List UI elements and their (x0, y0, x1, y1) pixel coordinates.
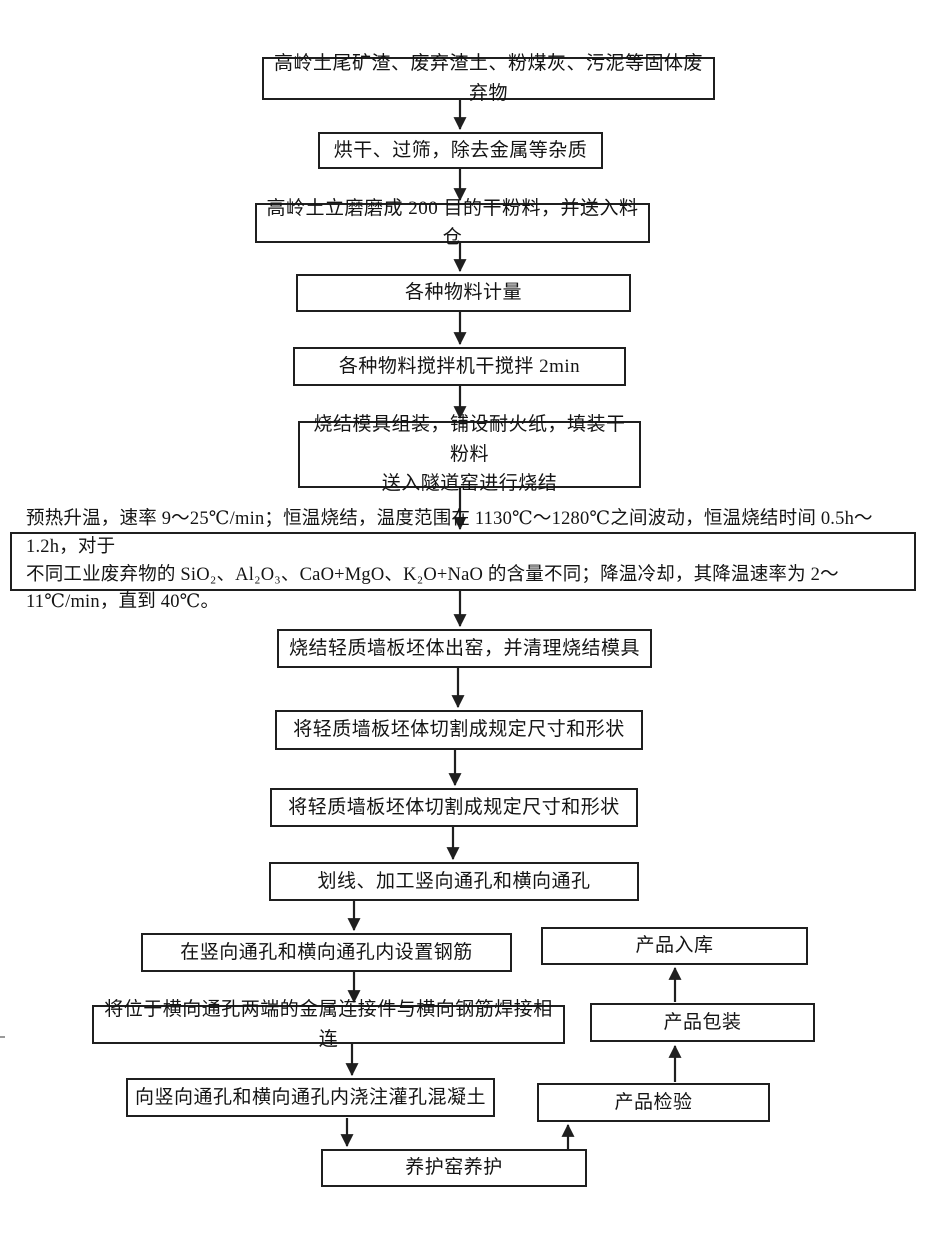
node-warehouse-label: 产品入库 (635, 935, 714, 957)
node-measure-label: 各种物料计量 (404, 282, 522, 304)
node-cure-label: 养护窑养护 (405, 1157, 503, 1179)
node-scribe-drill: 划线、加工竖向通孔和横向通孔 (269, 862, 639, 901)
node-sinter-params: 预热升温，速率 9～25℃/min；恒温烧结，温度范围在 1130℃～1280℃… (10, 509, 916, 612)
node-rebar-label: 在竖向通孔和横向通孔内设置钢筋 (180, 941, 473, 963)
node-measure: 各种物料计量 (296, 274, 631, 312)
node-warehouse: 产品入库 (541, 927, 808, 965)
node-grout: 向竖向通孔和横向通孔内浇注灌孔混凝土 (126, 1078, 495, 1117)
node-solid-waste: 高岭土尾矿渣、废弃渣土、粉煤灰、污泥等固体废弃物 (262, 53, 715, 104)
node-dry-sieve-label: 烘干、过筛，除去金属等杂质 (333, 139, 588, 161)
node-mold-fill: 烧结模具组装，铺设耐火纸，填装干粉料 送入隧道窑进行烧结 (298, 414, 641, 494)
node-inspect-label: 产品检验 (614, 1091, 693, 1113)
node-package-label: 产品包装 (663, 1011, 742, 1033)
node-kiln-exit-label: 烧结轻质墙板坯体出窑，并清理烧结模具 (288, 637, 640, 659)
node-cut-2-label: 将轻质墙板坯体切割成规定尺寸和形状 (288, 796, 620, 818)
node-cut-2: 将轻质墙板坯体切割成规定尺寸和形状 (270, 788, 638, 827)
node-grind-label: 高岭土立磨磨成 200 目的干粉料，并送入料仓 (266, 197, 639, 248)
node-weld-label: 将位于横向通孔两端的金属连接件与横向钢筋焊接相连 (104, 999, 553, 1050)
node-dry-mix-label: 各种物料搅拌机干搅拌 2min (338, 355, 581, 377)
node-kiln-exit: 烧结轻质墙板坯体出窑，并清理烧结模具 (277, 629, 652, 668)
node-inspect: 产品检验 (537, 1083, 770, 1122)
node-mold-fill-label: 烧结模具组装，铺设耐火纸，填装干粉料 送入隧道窑进行烧结 (313, 414, 626, 495)
node-scribe-drill-label: 划线、加工竖向通孔和横向通孔 (317, 870, 591, 892)
scan-artifact-mark (0, 1036, 5, 1038)
node-grout-label: 向竖向通孔和横向通孔内浇注灌孔混凝土 (134, 1086, 486, 1108)
node-cut-1: 将轻质墙板坯体切割成规定尺寸和形状 (275, 710, 643, 750)
node-dry-sieve: 烘干、过筛，除去金属等杂质 (318, 132, 603, 169)
node-weld: 将位于横向通孔两端的金属连接件与横向钢筋焊接相连 (92, 999, 565, 1050)
node-dry-mix: 各种物料搅拌机干搅拌 2min (293, 347, 626, 386)
node-solid-waste-label: 高岭土尾矿渣、废弃渣土、粉煤灰、污泥等固体废弃物 (273, 53, 703, 104)
node-cut-1-label: 将轻质墙板坯体切割成规定尺寸和形状 (293, 719, 625, 741)
node-grind: 高岭土立磨磨成 200 目的干粉料，并送入料仓 (255, 198, 650, 248)
node-sinter-params-label: 预热升温，速率 9～25℃/min；恒温烧结，温度范围在 1130℃～1280℃… (26, 509, 873, 613)
node-cure: 养护窑养护 (321, 1149, 587, 1187)
node-rebar: 在竖向通孔和横向通孔内设置钢筋 (141, 933, 512, 972)
node-package: 产品包装 (590, 1003, 815, 1042)
